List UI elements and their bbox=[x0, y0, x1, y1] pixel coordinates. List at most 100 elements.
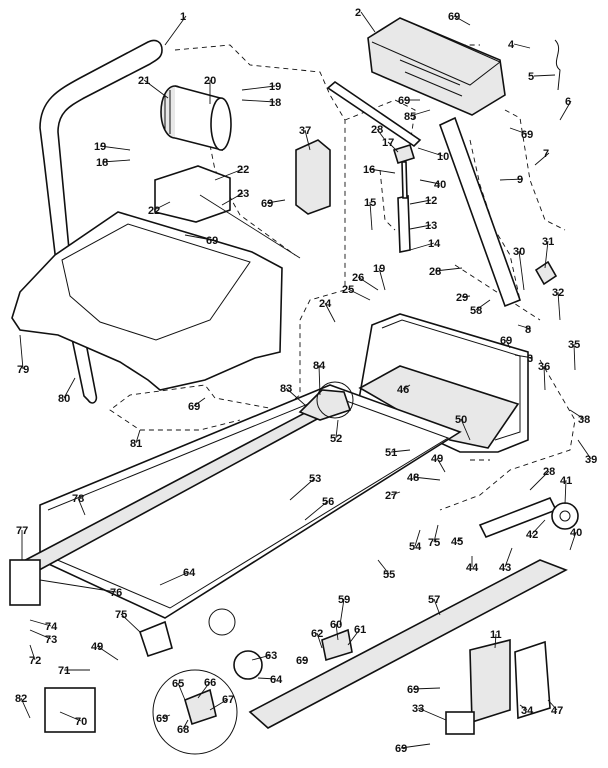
part-callout-47: 47 bbox=[551, 705, 563, 717]
flywheel-part bbox=[316, 381, 354, 419]
leader-line-c19a bbox=[241, 85, 276, 91]
part-callout-73: 73 bbox=[45, 634, 57, 646]
part-callout-64: 64 bbox=[270, 674, 283, 686]
part-callout-77: 77 bbox=[16, 525, 28, 537]
leader-line-c85 bbox=[409, 109, 431, 117]
part-callout-18: 18 bbox=[96, 157, 108, 169]
part-callout-28: 28 bbox=[429, 266, 441, 278]
leader-line-c79 bbox=[19, 334, 24, 370]
part-callout-6: 6 bbox=[565, 96, 571, 108]
part-callout-13: 13 bbox=[425, 220, 437, 232]
leader-line-c55 bbox=[377, 559, 390, 575]
leader-line-c11 bbox=[494, 633, 497, 649]
leader-line-c61 bbox=[347, 628, 361, 646]
lift-cylinder-part bbox=[397, 195, 411, 253]
leader-line-c40a bbox=[419, 179, 441, 185]
console-part bbox=[367, 17, 506, 116]
leader-line-c3 bbox=[514, 354, 534, 359]
part-callout-12: 12 bbox=[425, 195, 437, 207]
part-callout-19: 19 bbox=[373, 263, 385, 275]
leader-line-c8 bbox=[517, 324, 532, 330]
part-callout-65: 65 bbox=[172, 678, 184, 690]
leader-line-c21 bbox=[143, 79, 169, 99]
leader-line-c39 bbox=[577, 439, 592, 460]
part-callout-83: 83 bbox=[280, 383, 292, 395]
part-callout-69: 69 bbox=[407, 684, 419, 696]
leader-line-c69j bbox=[412, 687, 441, 690]
wheel-part bbox=[551, 502, 579, 530]
leader-line-c52 bbox=[335, 419, 339, 439]
part-callout-19: 19 bbox=[269, 81, 281, 93]
part-callout-32: 32 bbox=[552, 287, 564, 299]
leader-line-c65 bbox=[177, 682, 186, 701]
leader-line-c69f bbox=[193, 397, 206, 407]
part-callout-14: 14 bbox=[428, 238, 441, 250]
leader-line-c75a bbox=[433, 524, 439, 543]
part-callout-20: 20 bbox=[204, 75, 216, 87]
part-callout-43: 43 bbox=[499, 562, 511, 574]
part-callout-69: 69 bbox=[206, 235, 218, 247]
detail-source-circle bbox=[208, 608, 236, 636]
leader-line-c49a bbox=[436, 457, 446, 473]
deck-top-surface bbox=[47, 394, 450, 609]
part-callout-17: 17 bbox=[382, 137, 394, 149]
part-callout-76: 76 bbox=[110, 587, 122, 599]
part-callout-45: 45 bbox=[451, 536, 463, 548]
part-callout-23: 23 bbox=[237, 188, 249, 200]
part-callout-69: 69 bbox=[156, 713, 168, 725]
leader-line-c47 bbox=[547, 699, 558, 711]
part-callout-33: 33 bbox=[412, 703, 424, 715]
leader-line-c64a bbox=[159, 571, 190, 586]
leader-line-c64b bbox=[257, 677, 277, 680]
leader-line-c4 bbox=[513, 43, 531, 49]
leader-line-c26 bbox=[357, 276, 379, 291]
part-callout-7: 7 bbox=[543, 148, 549, 160]
leader-line-c51 bbox=[390, 449, 411, 453]
part-callout-75: 75 bbox=[115, 609, 127, 621]
leader-line-c73 bbox=[29, 629, 52, 640]
leader-line-c83 bbox=[285, 387, 306, 406]
part-callout-21: 21 bbox=[138, 75, 150, 87]
part-callout-67: 67 bbox=[222, 694, 234, 706]
leader-line-c68 bbox=[182, 719, 189, 730]
leader-line-c80 bbox=[63, 377, 76, 399]
part-callout-24: 24 bbox=[319, 298, 332, 310]
pivot-bracket-part bbox=[321, 628, 353, 662]
leader-line-c30 bbox=[518, 250, 525, 291]
part-callout-16: 16 bbox=[363, 164, 375, 176]
part-callout-3: 3 bbox=[527, 353, 533, 365]
leader-line-c58 bbox=[475, 299, 491, 311]
rear-roller-bracket-part bbox=[478, 496, 558, 539]
part-callout-34: 34 bbox=[521, 705, 534, 717]
part-callout-40: 40 bbox=[570, 527, 582, 539]
part-callout-30: 30 bbox=[513, 246, 525, 258]
leader-line-c74 bbox=[29, 619, 52, 627]
crossbar-part bbox=[326, 80, 422, 148]
leader-line-c28a bbox=[376, 128, 386, 141]
leader-line-c15 bbox=[369, 201, 373, 231]
leader-line-c34 bbox=[519, 704, 528, 711]
leader-line-c76 bbox=[39, 579, 117, 593]
leader-line-c75b bbox=[120, 613, 141, 633]
leader-line-c60 bbox=[335, 623, 339, 641]
part-callout-69: 69 bbox=[398, 95, 410, 107]
leader-line-c29 bbox=[461, 295, 471, 298]
lift-bracket-part bbox=[393, 143, 415, 165]
part-callout-37: 37 bbox=[299, 125, 311, 137]
part-callout-48: 48 bbox=[407, 472, 419, 484]
part-callout-18: 18 bbox=[269, 97, 281, 109]
leader-line-c62 bbox=[316, 632, 323, 649]
leader-line-c37 bbox=[304, 129, 311, 151]
bracket-plate-part bbox=[295, 139, 331, 215]
part-callout-75: 75 bbox=[428, 537, 440, 549]
part-callout-4: 4 bbox=[508, 39, 515, 51]
front-end-cap-part bbox=[44, 687, 96, 733]
leader-line-c69g bbox=[505, 339, 511, 349]
motor-shaft-part bbox=[199, 194, 301, 259]
leader-line-c72 bbox=[29, 644, 36, 661]
leader-line-c7 bbox=[534, 152, 550, 166]
leader-line-c14 bbox=[409, 242, 435, 251]
detail-circle bbox=[152, 669, 238, 755]
